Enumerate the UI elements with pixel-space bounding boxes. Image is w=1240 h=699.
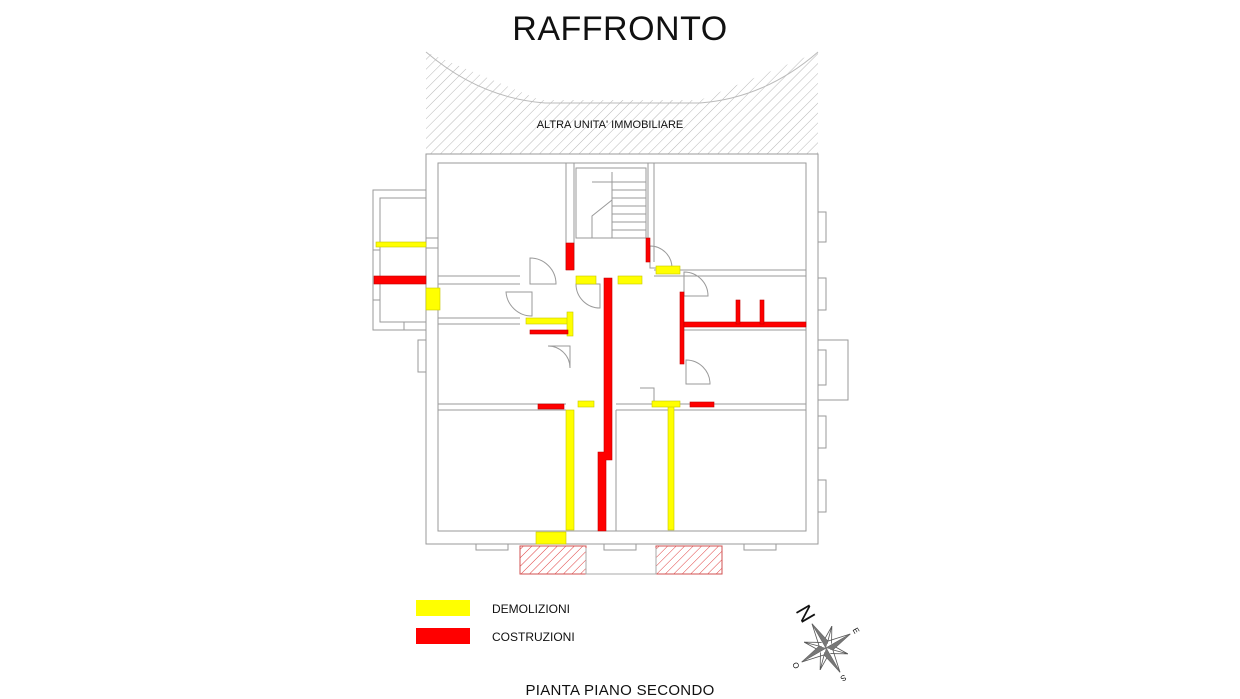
drawing-subtitle: PIANTA PIANO SECONDO (525, 682, 715, 699)
demolition-wall (525, 317, 569, 325)
compass-letter-east: E (851, 626, 861, 635)
demolition-wall (667, 403, 675, 531)
construction-wall (373, 275, 427, 285)
interior-walls (425, 163, 806, 531)
demolition-wall (651, 400, 681, 408)
balcony-left (519, 545, 587, 575)
demolition-wall (566, 311, 574, 337)
construction-wall (645, 237, 651, 263)
demolition-wall (655, 265, 681, 275)
demolition-wall (577, 400, 595, 408)
balcony-right (655, 545, 723, 575)
legend-label-construction: COSTRUZIONI (492, 630, 575, 644)
construction-wall (683, 321, 807, 328)
demolition-wall (425, 287, 441, 311)
legend-swatch-demolition (416, 600, 470, 616)
construction-wall (529, 329, 569, 335)
demolition-wall (575, 275, 597, 285)
construction-wall (565, 242, 575, 271)
construction-wall (759, 299, 765, 325)
compass-north-letter: N (791, 600, 821, 626)
construction-walls (373, 237, 807, 532)
balcony-link (585, 548, 657, 575)
demolition-wall (375, 241, 427, 248)
compass-letter-west: O (791, 660, 802, 670)
construction-wall (537, 403, 565, 410)
construction-wall (597, 277, 613, 532)
adjacent-unit-label: ALTRA UNITA' IMMOBILIARE (537, 119, 684, 131)
construction-wall (679, 291, 685, 365)
adjacent-unit-area: ALTRA UNITA' IMMOBILIARE (425, 51, 819, 154)
compass-letter-south: S (839, 673, 848, 683)
demolition-wall (617, 275, 643, 285)
legend: DEMOLIZIONI COSTRUZIONI (416, 600, 575, 644)
demolition-wall (565, 409, 575, 531)
demolition-walls (375, 241, 681, 545)
construction-wall (689, 401, 715, 408)
legend-label-demolition: DEMOLIZIONI (492, 602, 570, 616)
demolition-wall (535, 531, 567, 545)
construction-wall (735, 299, 741, 325)
legend-swatch-construction (416, 628, 470, 644)
drawing-title: RAFFRONTO (512, 10, 728, 48)
outer-walls (372, 153, 849, 551)
